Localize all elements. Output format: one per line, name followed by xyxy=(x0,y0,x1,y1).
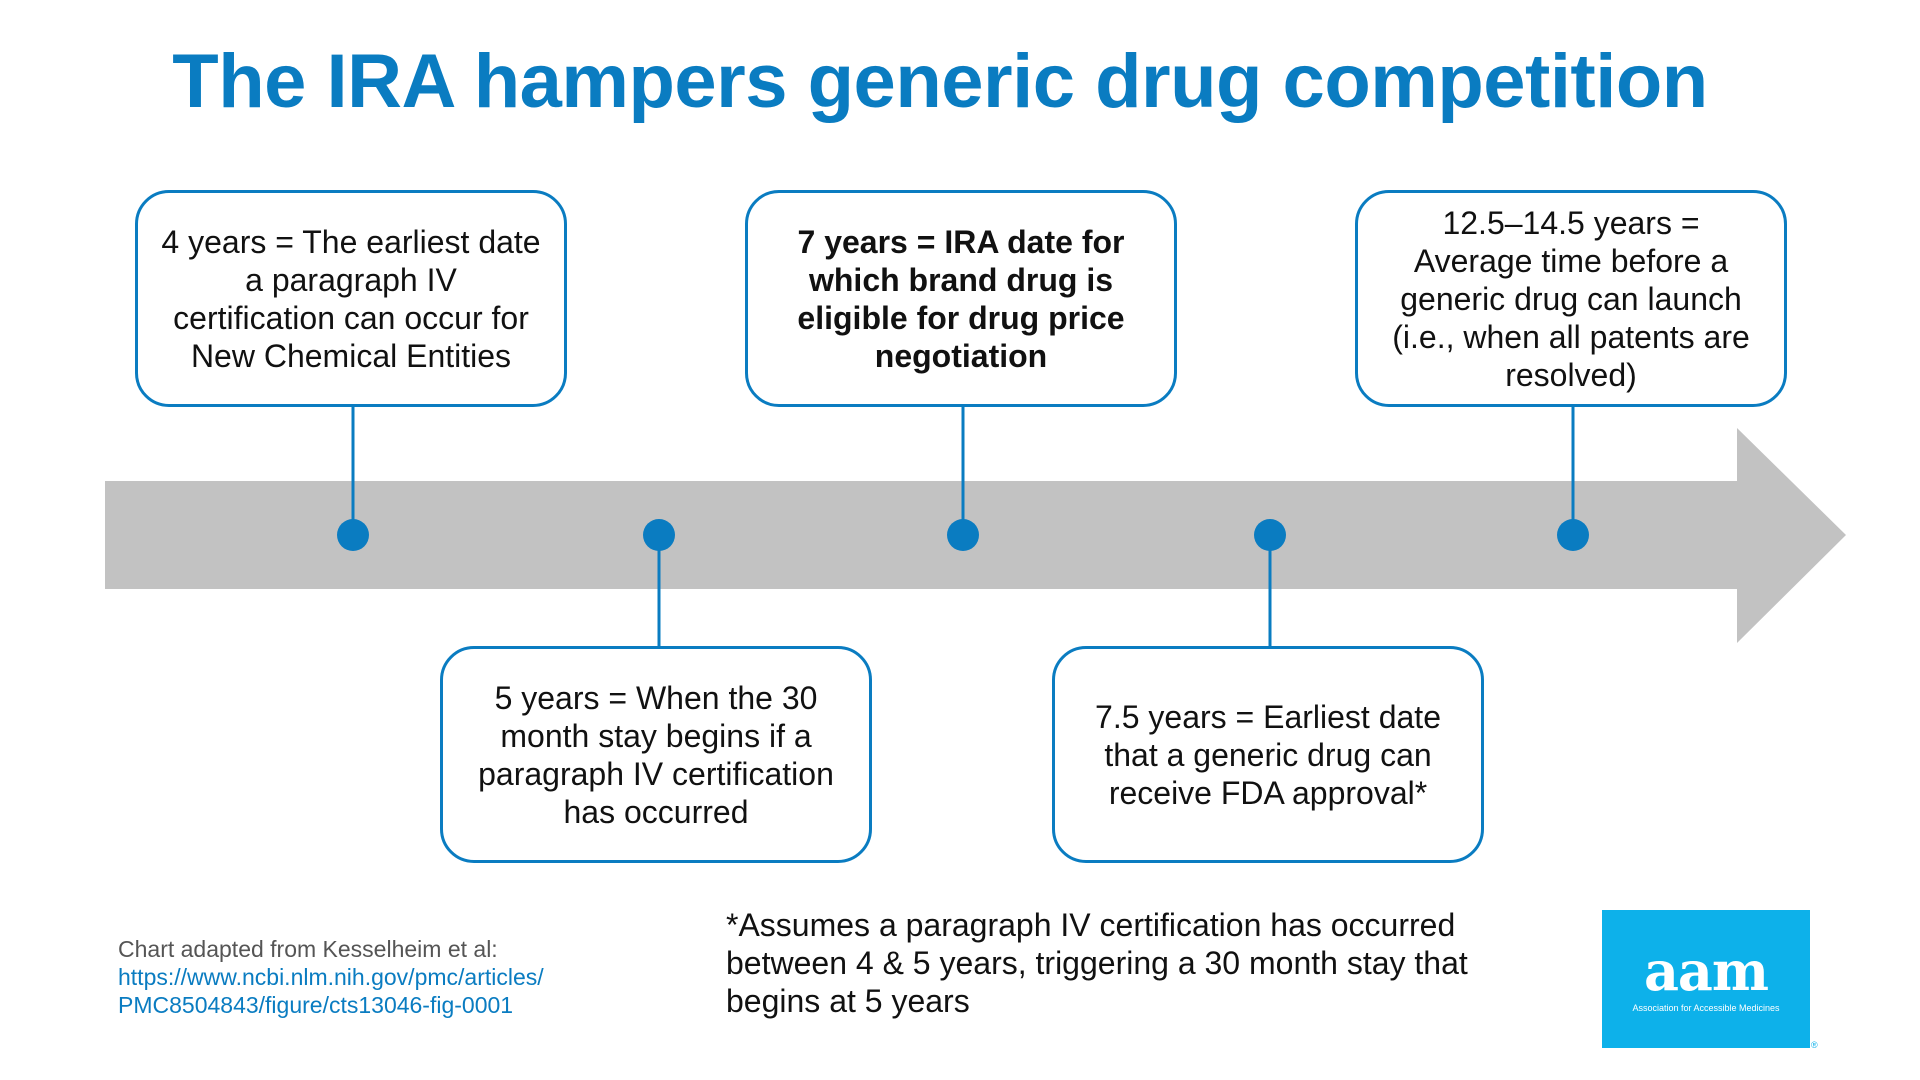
source-link-line-2[interactable]: PMC8504843/figure/cts13046-fig-0001 xyxy=(118,992,514,1018)
footnote: *Assumes a paragraph IV certification ha… xyxy=(726,907,1468,1019)
source-link-line-1[interactable]: https://www.ncbi.nlm.nih.gov/pmc/article… xyxy=(118,964,544,990)
registered-mark: ® xyxy=(1811,1040,1818,1050)
milestone-dot-4 xyxy=(1254,519,1286,551)
milestone-dot-2 xyxy=(643,519,675,551)
milestone-dot-3 xyxy=(947,519,979,551)
logo-mark: aam xyxy=(1643,939,1769,1003)
milestone-dot-5 xyxy=(1557,519,1589,551)
milestone-box-5-years: 5 years = When the 30 month stay begins … xyxy=(440,646,872,863)
aam-logo: aam Association for Accessible Medicines xyxy=(1602,910,1810,1048)
milestone-box-12-5-years: 12.5–14.5 years = Average time before a … xyxy=(1355,190,1787,407)
milestone-box-7-years: 7 years = IRA date for which brand drug … xyxy=(745,190,1177,407)
source-label: Chart adapted from Kesselheim et al: xyxy=(118,936,498,962)
milestone-box-7-5-years: 7.5 years = Earliest date that a generic… xyxy=(1052,646,1484,863)
milestone-dot-1 xyxy=(337,519,369,551)
milestone-box-4-years: 4 years = The earliest date a paragraph … xyxy=(135,190,567,407)
page-title: The IRA hampers generic drug competition xyxy=(172,39,1708,124)
logo-name: Association for Accessible Medicines xyxy=(1632,1003,1780,1013)
source-citation: Chart adapted from Kesselheim et al: htt… xyxy=(118,935,544,1019)
